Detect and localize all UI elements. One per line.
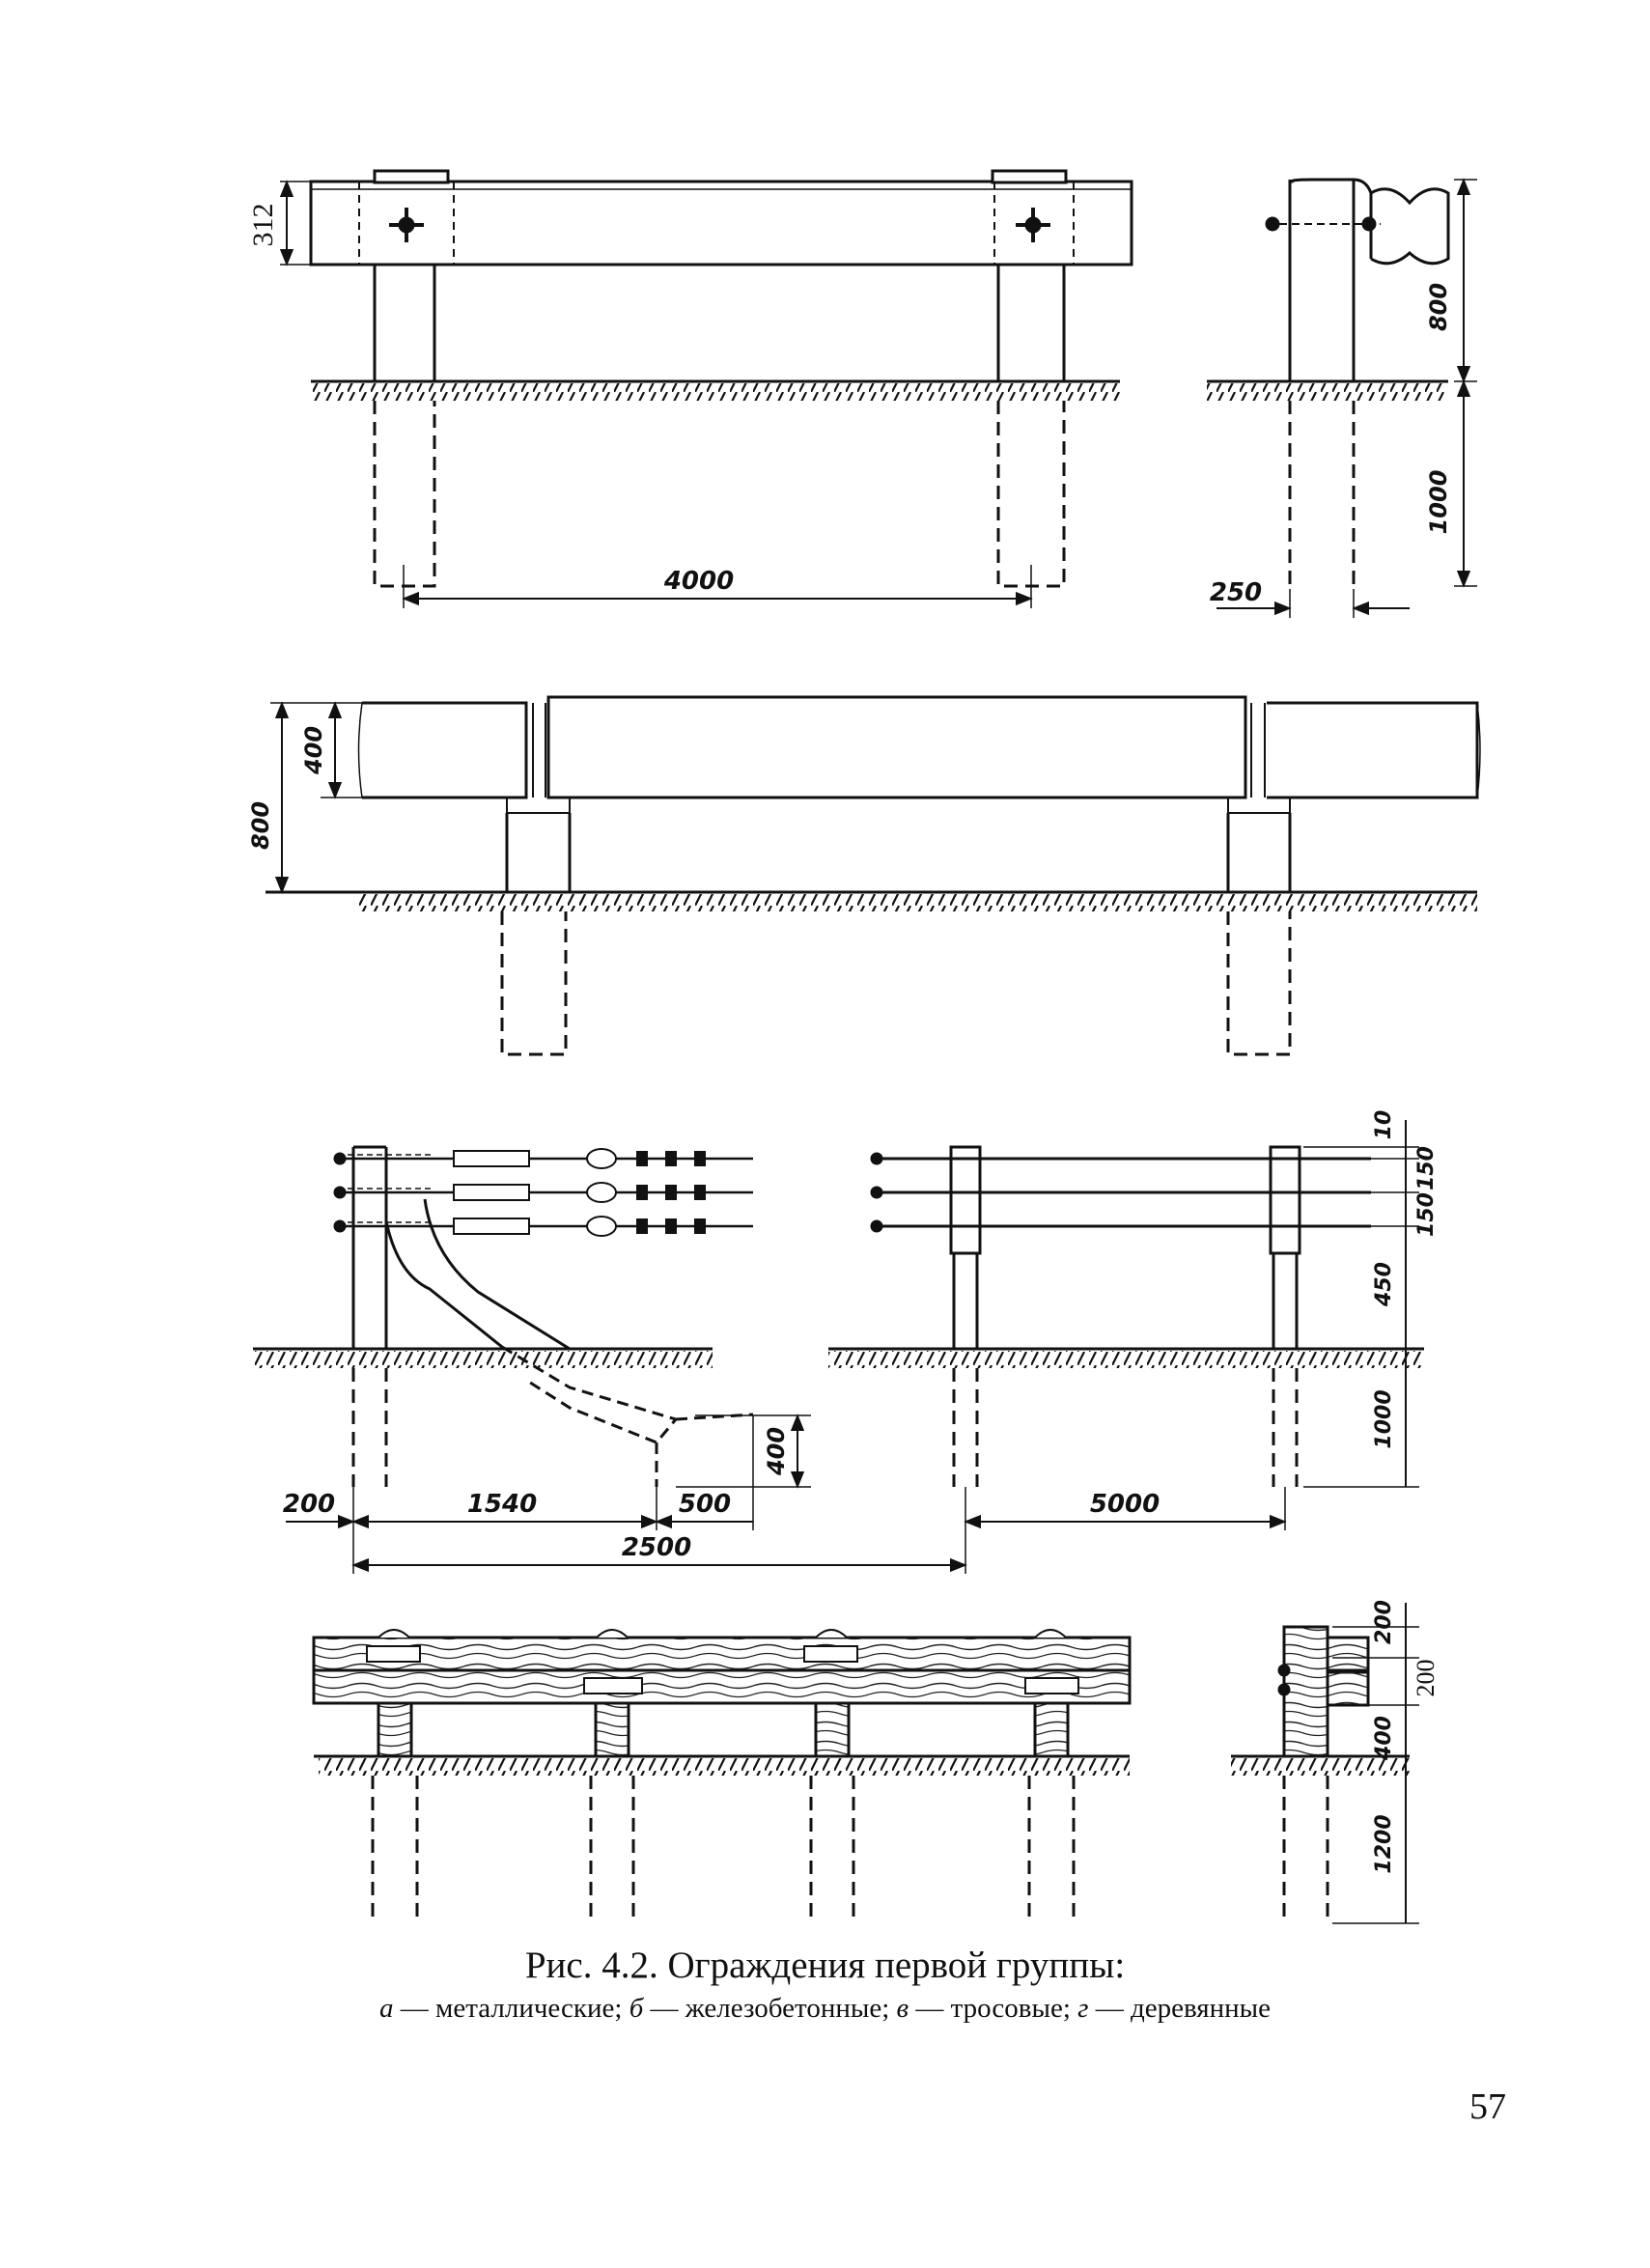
dim-c-500: 500 (679, 1490, 731, 1519)
view-a-metal-section (1207, 178, 1477, 618)
dim-d-200-side: 200 (1412, 1660, 1440, 1697)
caption-sep: — (643, 1993, 685, 2024)
dim-c-200: 200 (283, 1490, 335, 1519)
dim-b-800: 800 (247, 801, 274, 850)
dim-a-4000: 4000 (663, 567, 734, 596)
caption-sep: — (393, 1993, 435, 2024)
dim-c-2500: 2500 (622, 1533, 691, 1562)
dim-a-312: 312 (247, 204, 279, 247)
view-d-wood-front (312, 1629, 1132, 1923)
caption-sep: — (1088, 1993, 1131, 2024)
view-c-cable-side (253, 1145, 967, 1574)
caption-text-b: железобетонные (685, 1993, 882, 2024)
caption-letter-v: в (896, 1993, 909, 2024)
dim-c-150-b: 150 (1414, 1192, 1439, 1237)
dim-d-1200: 1200 (1372, 1814, 1396, 1873)
dim-d-200-top: 200 (1372, 1600, 1396, 1644)
caption-text-v: тросовые (950, 1993, 1063, 2024)
dim-c-450: 450 (1372, 1262, 1396, 1307)
caption-text-a: металлические (435, 1993, 615, 2024)
dim-b-400: 400 (300, 726, 327, 775)
caption-letter-b: б (629, 1993, 644, 2024)
caption-sep: — (909, 1993, 951, 2024)
view-a-metal-front (279, 169, 1133, 608)
caption-text-g: деревянные (1130, 1993, 1271, 2024)
page-number: 57 (1469, 2086, 1506, 2127)
dim-c-400: 400 (763, 1427, 790, 1476)
dim-d-400: 400 (1372, 1716, 1396, 1761)
view-b-concrete (266, 695, 1481, 1056)
dim-c-150-a: 150 (1414, 1146, 1439, 1190)
dim-c-10: 10 (1372, 1110, 1396, 1140)
figure-caption-title: Рис. 4.2. Ограждения первой группы: (524, 1945, 1126, 1986)
dim-a-250: 250 (1210, 578, 1262, 607)
dim-c-1000: 1000 (1372, 1389, 1396, 1448)
dim-a-1000: 1000 (1425, 470, 1452, 535)
caption-letter-g: г (1077, 1993, 1089, 2024)
dim-c-1540: 1540 (467, 1490, 537, 1519)
caption-letter-a: а (379, 1993, 394, 2024)
dim-c-5000: 5000 (1090, 1490, 1160, 1519)
view-d-wood-section (1231, 1603, 1419, 1924)
figure-caption-legend: а — металлические; б — железобетонные; в… (379, 1993, 1271, 2024)
dim-a-800: 800 (1425, 283, 1452, 331)
view-c-cable-front (828, 1120, 1424, 1574)
